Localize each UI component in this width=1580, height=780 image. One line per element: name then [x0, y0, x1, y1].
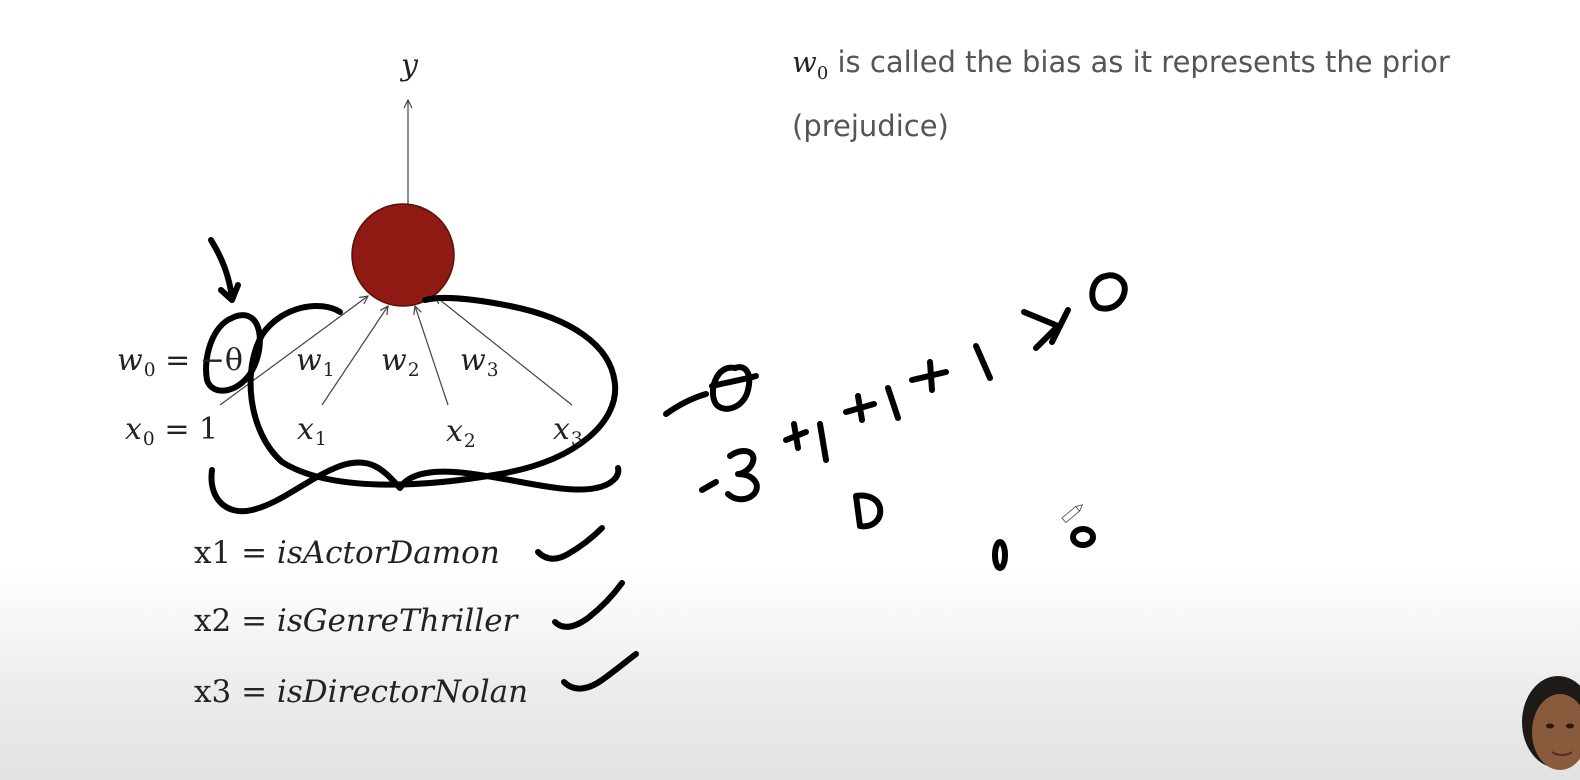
presenter-video-thumbnail	[1510, 660, 1580, 780]
edge-x0	[219, 296, 368, 406]
ink-neg-theta-dash	[663, 391, 709, 417]
pen-cursor-icon	[1061, 504, 1084, 524]
ink-squiggle	[208, 459, 622, 515]
ink-zero-1	[853, 492, 884, 530]
weight-w0-value: = −θ	[165, 343, 243, 378]
weight-w3: w3	[460, 343, 499, 381]
bias-symbol: w0	[792, 45, 829, 84]
weight-w2: w2	[381, 343, 420, 381]
handwritten-ink	[203, 237, 1128, 692]
ink-zero-2	[992, 539, 1008, 571]
definition-x2: x2 = isGenreThriller	[194, 603, 518, 639]
ink-plus-3	[909, 359, 949, 393]
input-x3: x3	[553, 412, 583, 450]
ink-plus-1	[783, 421, 809, 451]
bias-note: w0 is called the bias as it represents t…	[792, 36, 1552, 152]
input-x2: x2	[446, 414, 476, 452]
ink-three	[725, 447, 760, 503]
ink-zero-rhs	[1089, 272, 1128, 312]
edge-x2	[415, 306, 449, 406]
ink-theta-bar	[709, 373, 759, 389]
ink-geq	[1021, 307, 1071, 351]
check-mark-1	[535, 525, 605, 562]
edge-x1	[321, 306, 388, 406]
ink-weights-loop	[247, 295, 619, 488]
ink-theta-body	[709, 364, 753, 412]
ink-arrow-down	[208, 237, 235, 301]
ink-one-3	[973, 343, 993, 381]
ink-zero-3	[1070, 526, 1096, 548]
ink-arrowhead	[218, 282, 241, 303]
output-label: y	[401, 48, 418, 83]
neuron-circle	[351, 203, 455, 307]
check-mark-2	[552, 580, 625, 630]
input-x1: x1	[297, 412, 327, 450]
ink-plus-2	[843, 393, 877, 423]
ink-one-2	[885, 385, 901, 421]
input-x0-value: = 1	[164, 412, 219, 447]
ink-one-1	[817, 421, 829, 463]
weight-w1: w1	[296, 343, 335, 381]
input-x0: x0 = 1	[125, 412, 219, 450]
edge-x3	[435, 296, 573, 406]
check-mark-3	[561, 651, 639, 692]
definition-x3: x3 = isDirectorNolan	[194, 674, 529, 710]
ink-minus	[699, 479, 719, 493]
bias-note-text: is called the bias as it represents the …	[792, 45, 1450, 143]
definition-x1: x1 = isActorDamon	[194, 535, 500, 571]
weight-w0: w0 = −θ	[117, 343, 243, 381]
